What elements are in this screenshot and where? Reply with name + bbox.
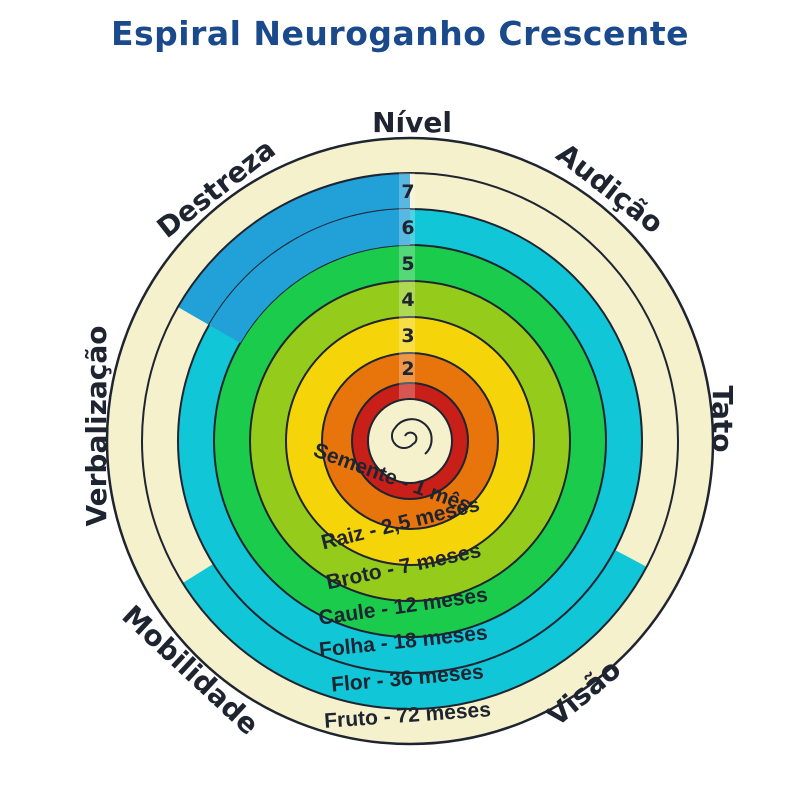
visao-band xyxy=(182,534,647,709)
diagram-title: Espiral Neuroganho Crescente xyxy=(110,14,690,53)
label-nivel: Nível xyxy=(372,106,452,139)
number-column xyxy=(399,173,415,399)
level-number-3: 3 xyxy=(401,325,414,347)
spiral-curl xyxy=(390,418,433,455)
level-number-7: 7 xyxy=(401,181,414,203)
level-number-5: 5 xyxy=(401,253,414,275)
ring-level-7 xyxy=(141,172,679,710)
spiral-center xyxy=(367,398,453,484)
level-number-6: 6 xyxy=(401,217,414,239)
level-number-2: 2 xyxy=(401,358,414,380)
level-number-4: 4 xyxy=(401,289,414,311)
destreza-band-inner xyxy=(209,209,410,343)
label-verbalizacao: Verbalização xyxy=(80,326,113,527)
level-numbers: 1 2 3 4 5 6 7 xyxy=(401,0,414,380)
level-number-1: 1 xyxy=(401,0,414,5)
label-tato: Tato xyxy=(706,385,739,452)
